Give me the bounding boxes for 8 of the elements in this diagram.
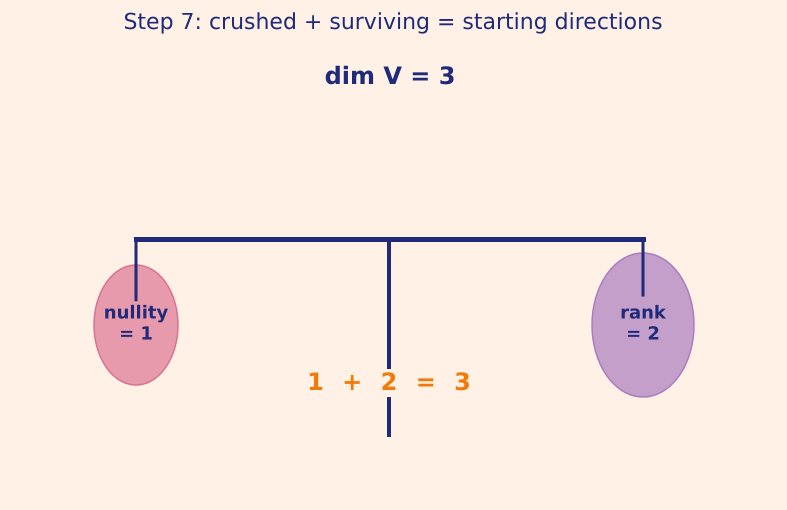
node-label: rank = 2 — [619, 302, 667, 346]
ellipse-node — [93, 264, 179, 386]
ellipse-node — [591, 252, 695, 398]
title: Step 7: crushed + surviving = starting directions — [123, 10, 663, 36]
hanging-string — [134, 242, 138, 302]
balance-beam — [134, 237, 646, 242]
dimension-formula: dim V = 3 — [324, 63, 456, 91]
node-label: nullity = 1 — [102, 302, 170, 346]
